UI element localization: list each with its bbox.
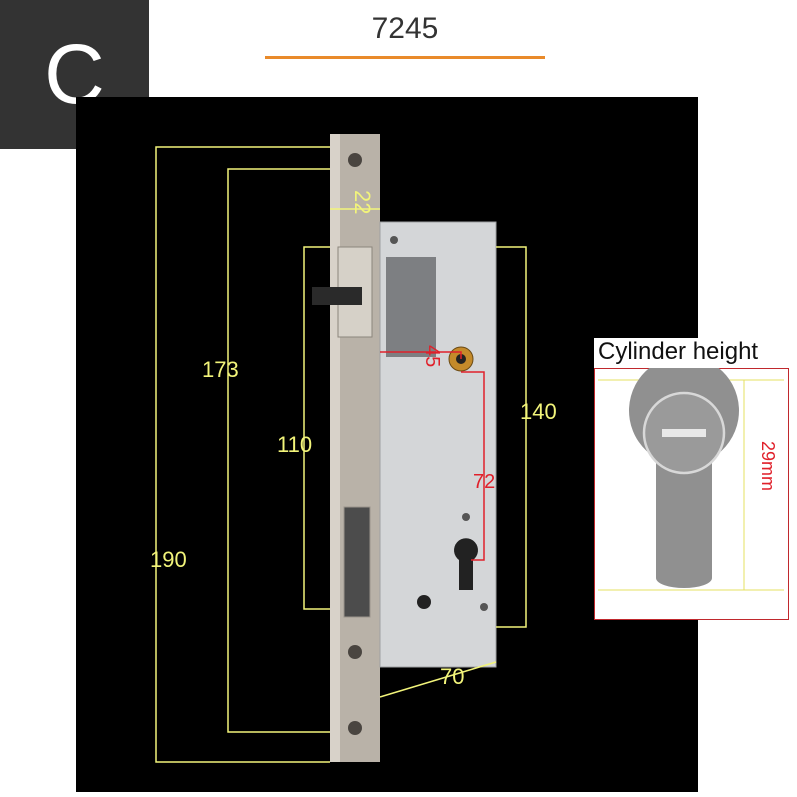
- dim-total-height: 190: [150, 547, 187, 572]
- dim-depth: 70: [440, 664, 464, 689]
- cylinder-cutout-icon: [454, 538, 478, 590]
- case-mechanism: [386, 257, 436, 357]
- dimension-lines: [155, 146, 527, 763]
- keyway-slot-icon: [662, 429, 706, 437]
- dim-case-height: 140: [520, 399, 557, 424]
- dim-center-distance: 72: [473, 471, 495, 493]
- dim-faceplate-width: 22: [350, 190, 375, 214]
- faceplate-edge: [330, 134, 340, 762]
- case-hole-icon: [417, 595, 431, 609]
- middle-screw-hole-icon: [348, 645, 362, 659]
- dim-screw-spacing: 173: [202, 357, 239, 382]
- model-number: 7245: [371, 12, 439, 45]
- dim-backset: 45: [421, 345, 443, 367]
- lock-diagram: 190 173 22 110 140 70 45 72: [150, 134, 557, 763]
- red-dimension-lines: [380, 351, 485, 561]
- inset-title: Cylinder height: [598, 338, 759, 365]
- cylinder-diagram: 29mm: [598, 368, 784, 591]
- bottom-screw-hole-icon: [348, 721, 362, 735]
- deadbolt: [343, 506, 371, 618]
- variant-badge: C: [0, 0, 149, 149]
- model-underline: [265, 56, 545, 59]
- latch-tongue: [312, 287, 362, 305]
- top-screw-hole-icon: [348, 153, 362, 167]
- cylinder-height-inset: Cylinder height 29mm: [594, 338, 791, 620]
- dim-latch-span: 110: [277, 432, 312, 457]
- cylinder-measurement: 29mm: [758, 441, 778, 491]
